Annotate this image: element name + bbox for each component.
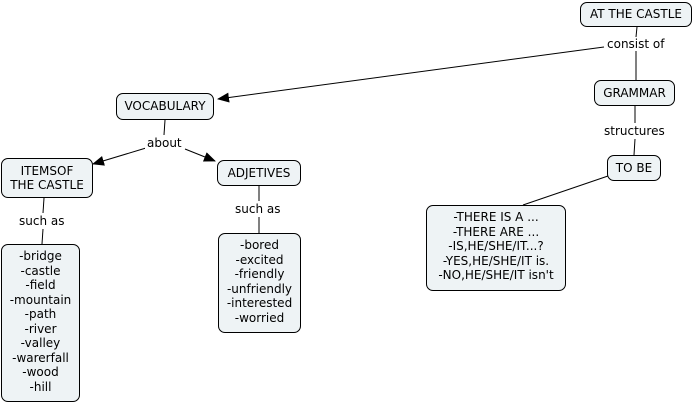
link-vocabulary-about xyxy=(163,119,166,136)
phrase-such-as-items[interactable]: such as xyxy=(17,214,67,228)
node-adjetives[interactable]: ADJETIVES xyxy=(217,160,301,186)
node-adjetives-list[interactable]: -bored -excited -friendly -unfriendly -i… xyxy=(218,233,301,333)
link-suchas-itemslist xyxy=(41,228,44,245)
node-grammar[interactable]: GRAMMAR xyxy=(594,80,675,106)
link-items-suchas xyxy=(42,197,45,214)
link-tobe-tobelist xyxy=(522,175,609,206)
link-about-adjetives xyxy=(184,148,216,162)
node-items-list[interactable]: -bridge -castle -field -mountain -path -… xyxy=(1,244,80,402)
link-about-items xyxy=(92,147,147,166)
node-to-be[interactable]: TO BE xyxy=(607,155,661,181)
link-structures-tobe xyxy=(633,138,636,156)
phrase-about[interactable]: about xyxy=(145,136,184,150)
phrase-consist-of[interactable]: consist of xyxy=(605,37,667,51)
phrase-such-as-adjetives[interactable]: such as xyxy=(233,202,283,216)
link-consist-vocabulary xyxy=(217,46,605,103)
node-vocabulary[interactable]: VOCABULARY xyxy=(116,93,214,120)
node-at-the-castle[interactable]: AT THE CASTLE xyxy=(580,2,692,27)
link-castle-consist xyxy=(635,26,638,38)
node-to-be-list[interactable]: -THERE IS A ... -THERE ARE ... -IS,HE/SH… xyxy=(426,205,566,291)
phrase-structures[interactable]: structures xyxy=(602,124,667,138)
node-items-of-castle[interactable]: ITEMSOF THE CASTLE xyxy=(1,158,93,198)
